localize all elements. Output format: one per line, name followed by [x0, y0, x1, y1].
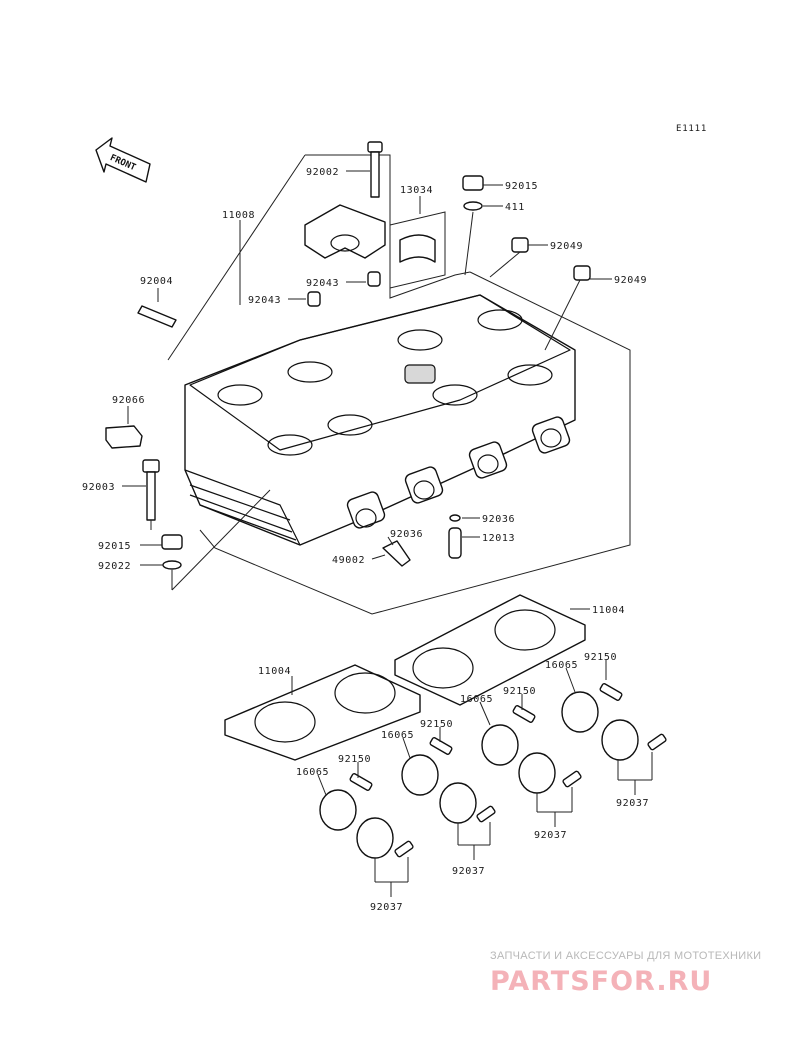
intake-holder-set-c: 16065 92150 92037	[460, 686, 582, 841]
callout-92150-b: 92150	[420, 719, 453, 730]
head-assembly-outline	[167, 154, 631, 615]
callout-92022: 92022	[98, 561, 131, 572]
bearing-shim-13034: 13034	[389, 185, 446, 289]
valve-parts-group: 92036 12013 92036 49002	[332, 514, 515, 567]
callout-411: 411	[505, 202, 525, 213]
callout-92037-d: 92037	[616, 798, 649, 809]
callout-16065-b: 16065	[381, 730, 414, 741]
callout-92066: 92066	[112, 395, 145, 406]
clamp-92066: 92066	[105, 395, 145, 449]
diagram-ref-code: E1111	[676, 124, 707, 134]
intake-holder-set-b: 16065 92150 92037	[381, 719, 496, 877]
callout-group-11008: 11008	[222, 210, 255, 305]
intake-holder-set-a: 16065 92150 92037	[296, 754, 414, 913]
callout-11004-a: 11004	[258, 666, 291, 677]
callout-11008: 11008	[222, 210, 255, 221]
camshaft-cap	[304, 204, 386, 259]
callout-92036-b: 92036	[482, 514, 515, 525]
bolt-92003: 92003	[82, 459, 160, 530]
stud-92004: 92004	[137, 276, 177, 328]
callout-92150-d: 92150	[584, 652, 617, 663]
oil-seal-92049: 92049 92049	[489, 237, 647, 351]
cylinder-head	[184, 294, 576, 546]
intake-holder-set-d: 16065 92150 92037	[545, 652, 667, 809]
callout-92150-c: 92150	[503, 686, 536, 697]
gasket-11004-b: 11004	[394, 594, 625, 706]
callout-92002: 92002	[306, 167, 339, 178]
callout-16065-a: 16065	[296, 767, 329, 778]
plug-92015-top: 92015 411	[462, 175, 538, 276]
callout-92015-top: 92015	[505, 181, 538, 192]
dowel-pin-92043: 92043 92043	[248, 271, 381, 307]
callout-92049-b: 92049	[614, 275, 647, 286]
front-arrow-icon: FRONT	[95, 137, 151, 183]
callout-92037-a: 92037	[370, 902, 403, 913]
callout-92003: 92003	[82, 482, 115, 493]
callout-92043-b: 92043	[248, 295, 281, 306]
callout-92049-a: 92049	[550, 241, 583, 252]
watermark-tagline: ЗАПЧАСТИ И АКСЕССУАРЫ ДЛЯ МОТОТЕХНИКИ	[490, 950, 762, 962]
callout-12013: 12013	[482, 533, 515, 544]
callout-92015-bottom: 92015	[98, 541, 131, 552]
callout-92036-a: 92036	[390, 529, 423, 540]
callout-16065-c: 16065	[460, 694, 493, 705]
bolt-92002: 92002	[306, 141, 383, 198]
callout-92004: 92004	[140, 276, 173, 287]
callout-92037-c: 92037	[534, 830, 567, 841]
watermark-brand: PARTSFOR.RU	[490, 966, 713, 997]
callout-16065-d: 16065	[545, 660, 578, 671]
callout-92037-b: 92037	[452, 866, 485, 877]
callout-11004-b: 11004	[592, 605, 625, 616]
callout-49002: 49002	[332, 555, 365, 566]
plug-92015-bottom: 92015 92022	[98, 489, 271, 591]
callout-92150-a: 92150	[338, 754, 371, 765]
gasket-11004-a: 11004	[224, 664, 421, 761]
callout-13034: 13034	[400, 185, 433, 196]
callout-92043-a: 92043	[306, 278, 339, 289]
